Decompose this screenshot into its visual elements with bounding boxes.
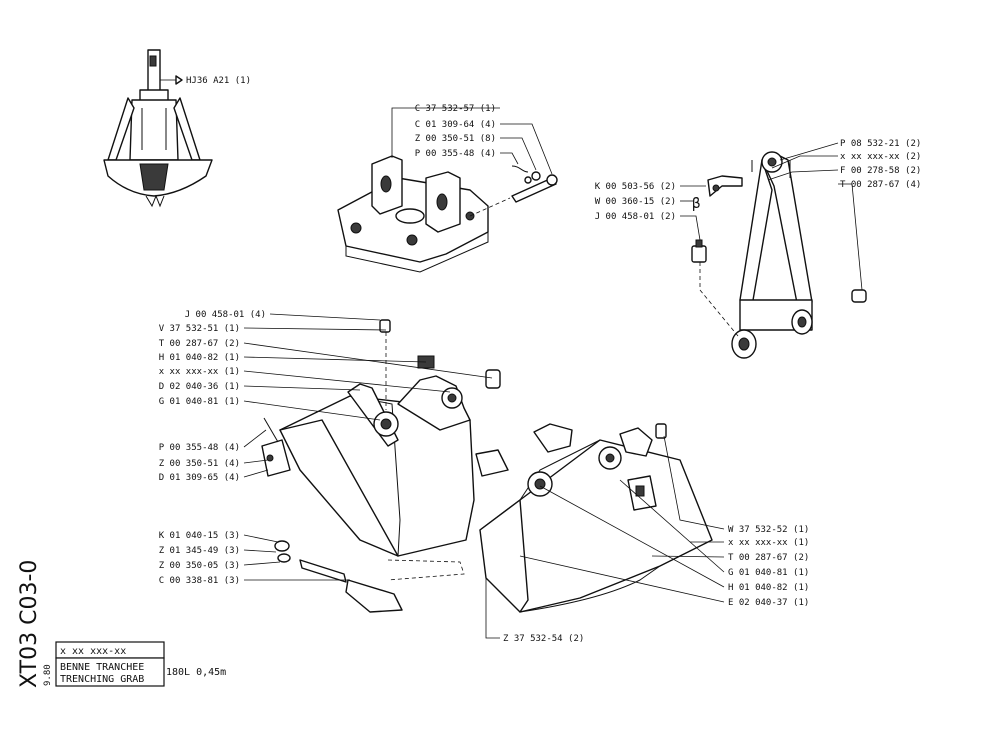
arm-leaders [680,142,863,337]
beta-symbol: β [692,196,700,212]
title-block: XT03 C03-0 9.80 x xx xxx-xx BENNE TRANCH… [17,560,226,688]
tooth-label-2: Z 01 345-49 (3) [159,546,240,556]
right-bucket-drawing [475,423,713,613]
right-bucket-leaders [485,435,725,639]
grab-overview-drawing [103,49,213,208]
arm-left-label-1: K 00 503-56 (2) [595,182,676,192]
left-bucket-label-7: G 01 040-81 (1) [159,397,240,407]
head-frame-leaders [391,107,553,217]
left-bucket-label-4: H 01 040-82 (1) [159,353,240,363]
left-bucket-label-3: T 00 287-67 (2) [159,339,240,349]
head-frame-label-3: Z 00 350-51 (8) [415,134,496,144]
title-box [55,657,165,687]
overview-arrow-icon [175,75,183,85]
arm-label-1: P 08 532-21 (2) [840,139,921,149]
tooth-drawing [274,540,403,613]
part-number: x xx xxx-xx [60,646,126,657]
left-bucket-label-10: D 01 309-65 (4) [159,473,240,483]
drawing-date: 9.80 [43,664,53,686]
left-bucket-label-1: J 00 458-01 (4) [185,310,266,320]
head-frame-label-1: C 37 532-57 (1) [415,104,496,114]
drawing-code: XT03 C03-0 [17,560,42,688]
arm-left-label-3: J 00 458-01 (2) [595,212,676,222]
overview-callout-label: HJ36 A21 (1) [186,76,251,86]
left-bucket-label-5: x xx xxx-xx (1) [159,367,240,377]
left-bucket-label-8: P 00 355-48 (4) [159,443,240,453]
right-bucket-label-4: G 01 040-81 (1) [728,568,809,578]
tooth-label-1: K 01 040-15 (3) [159,531,240,541]
head-frame-drawing [337,155,489,273]
arm-drawing [731,151,813,359]
title-english: TRENCHING GRAB [60,674,144,685]
right-bucket-bottom-label: Z 37 532-54 (2) [503,634,584,644]
title-french: BENNE TRANCHEE [60,662,144,673]
arm-pin-drawing [691,175,867,303]
left-bucket-drawing [261,319,501,557]
capacity-label: 180L 0,45m [166,667,226,678]
tooth-label-3: Z 00 350-05 (3) [159,561,240,571]
right-bucket-label-3: T 00 287-67 (2) [728,553,809,563]
left-bucket-leaders [243,313,493,581]
arm-label-3: F 00 278-58 (2) [840,166,921,176]
head-frame-label-2: C 01 309-64 (4) [415,120,496,130]
arm-label-4: T 00 287-67 (4) [840,180,921,190]
arm-left-label-2: W 00 360-15 (2) [595,197,676,207]
head-frame-pin-drawing [511,165,558,203]
right-bucket-label-2: x xx xxx-xx (1) [728,538,809,548]
tooth-label-4: C 00 338-81 (3) [159,576,240,586]
left-bucket-label-6: D 02 040-36 (1) [159,382,240,392]
left-bucket-label-2: V 37 532-51 (1) [159,324,240,334]
head-frame-label-4: P 00 355-48 (4) [415,149,496,159]
right-bucket-label-6: E 02 040-37 (1) [728,598,809,608]
left-bucket-label-9: Z 00 350-51 (4) [159,459,240,469]
arm-label-2: x xx xxx-xx (2) [840,152,921,162]
right-bucket-label-1: W 37 532-52 (1) [728,525,809,535]
right-bucket-label-5: H 01 040-82 (1) [728,583,809,593]
